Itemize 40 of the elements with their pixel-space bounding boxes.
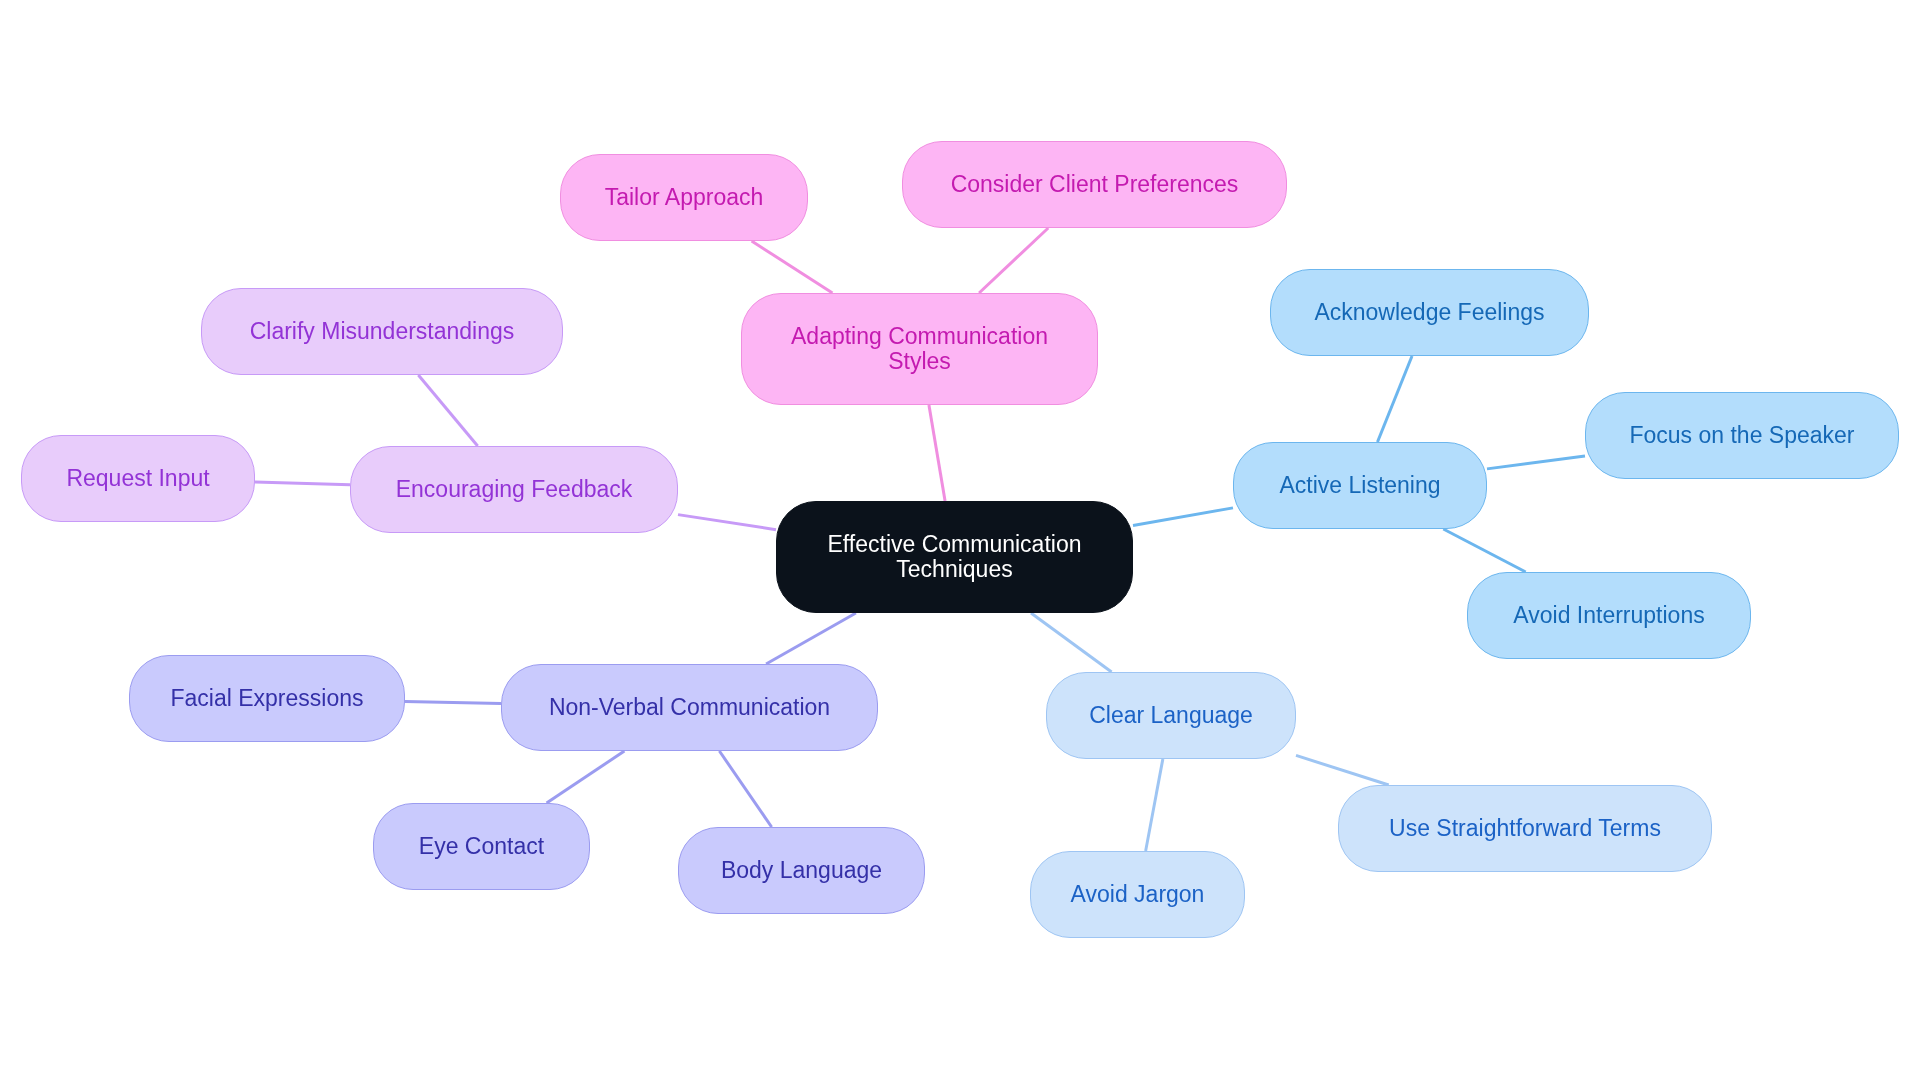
topic-node — [741, 293, 1098, 405]
connector-line — [1132, 506, 1234, 527]
connector-line — [1376, 355, 1414, 443]
connector-line — [718, 750, 773, 828]
connector-line — [404, 699, 502, 705]
node-label: Avoid Interruptions — [1513, 602, 1705, 629]
node-label: Request Input — [66, 465, 210, 492]
topic-node — [350, 446, 678, 533]
topic-node — [1233, 442, 1487, 529]
node-label: Facial Expressions — [170, 685, 364, 712]
connector-line — [1030, 611, 1113, 674]
connector-line — [677, 513, 777, 532]
node-label: Active Listening — [1279, 472, 1441, 499]
connector-line — [1486, 454, 1586, 471]
connector-line — [417, 374, 479, 447]
connector-line — [1295, 753, 1390, 787]
node-label: Consider Client Preferences — [950, 171, 1239, 198]
central-topic-node — [776, 501, 1133, 613]
connector-line — [750, 239, 834, 295]
node-label: Body Language — [720, 857, 883, 884]
connector-line — [254, 480, 351, 487]
node-label: Encouraging Feedback — [395, 476, 633, 503]
node-label: Clarify Misunderstandings — [249, 318, 515, 345]
connector-line — [978, 226, 1050, 295]
connector-line — [1144, 758, 1165, 852]
node-label: Acknowledge Feelings — [1314, 299, 1545, 326]
node-label: Eye Contact — [418, 833, 545, 860]
node-label: Tailor Approach — [604, 184, 764, 211]
connector-line — [1442, 527, 1527, 574]
node-label: Avoid Jargon — [1070, 881, 1205, 908]
connector-line — [927, 404, 947, 502]
topic-node — [1046, 672, 1296, 759]
node-label: Clear Language — [1089, 702, 1253, 729]
node-label: Effective Communication Techniques — [826, 531, 1083, 583]
connector-line — [545, 749, 626, 805]
connector-line — [765, 611, 857, 666]
node-label: Adapting Communication Styles — [790, 323, 1049, 375]
node-label: Use Straightforward Terms — [1389, 815, 1661, 842]
node-label: Non-Verbal Communication — [548, 694, 831, 721]
node-label: Focus on the Speaker — [1629, 422, 1855, 449]
